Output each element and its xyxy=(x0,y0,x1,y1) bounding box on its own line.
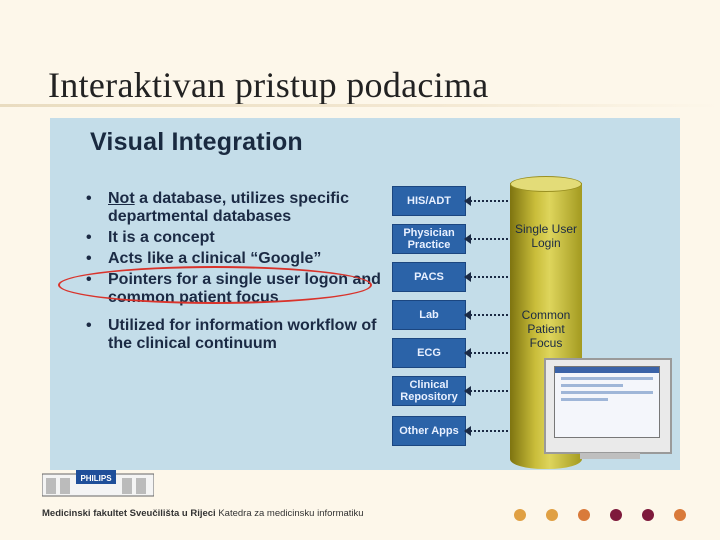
decorative-dot xyxy=(674,509,686,521)
decorative-dot xyxy=(610,509,622,521)
system-box-clinical-repository: Clinical Repository xyxy=(392,376,466,406)
logo-text: PHILIPS xyxy=(80,474,112,483)
bullet-item: It is a concept xyxy=(86,229,386,247)
image-heading: Visual Integration xyxy=(90,128,303,156)
decorative-dot xyxy=(578,509,590,521)
footer-caption: Medicinski fakultet Sveučilišta u Rijeci… xyxy=(42,508,364,519)
decorative-dot xyxy=(514,509,526,521)
footer-department: Katedra za medicinsku informatiku xyxy=(215,508,364,519)
arrow-left-icon xyxy=(464,234,520,244)
footer-faculty: Medicinski fakultet Sveučilišta u Rijeci xyxy=(42,508,216,519)
cylinder-top xyxy=(510,176,582,192)
monitor-icon xyxy=(544,358,672,454)
decorative-dot xyxy=(642,509,654,521)
cylinder-label-focus: Common Patient Focus xyxy=(521,308,571,350)
arrow-left-icon xyxy=(464,348,520,358)
system-box-physician-practice: Physician Practice xyxy=(392,224,466,254)
system-box-pacs: PACS xyxy=(392,262,466,292)
arrow-left-icon xyxy=(464,196,520,206)
title-divider xyxy=(0,104,720,107)
highlight-ellipse xyxy=(58,266,372,304)
bullet-item: Utilized for information workflow of the… xyxy=(86,317,386,353)
arrow-left-icon xyxy=(464,310,520,320)
bullet-lead: Not xyxy=(108,190,135,207)
system-box-his-adt: HIS/ADT xyxy=(392,186,466,216)
arrow-left-icon xyxy=(464,386,520,396)
system-box-lab: Lab xyxy=(392,300,466,330)
system-box-ecg: ECG xyxy=(392,338,466,368)
bullet-text: a database, utilizes specific department… xyxy=(108,190,349,225)
arrow-left-icon xyxy=(464,426,520,436)
bullet-item: Acts like a clinical “Google” xyxy=(86,250,386,268)
slide-title: Interaktivan pristup podacima xyxy=(48,65,489,105)
bullet-item: Not a database, utilizes specific depart… xyxy=(86,190,386,226)
system-box-other-apps: Other Apps xyxy=(392,416,466,446)
embedded-slide-image: Visual Integration Not a database, utili… xyxy=(50,118,680,470)
arrow-left-icon xyxy=(464,272,520,282)
monitor-stand xyxy=(580,453,640,459)
cylinder-label-login: Single User Login xyxy=(514,222,578,250)
faculty-logo: PHILIPS xyxy=(42,470,154,497)
monitor-screen xyxy=(554,366,660,438)
decorative-dot xyxy=(546,509,558,521)
